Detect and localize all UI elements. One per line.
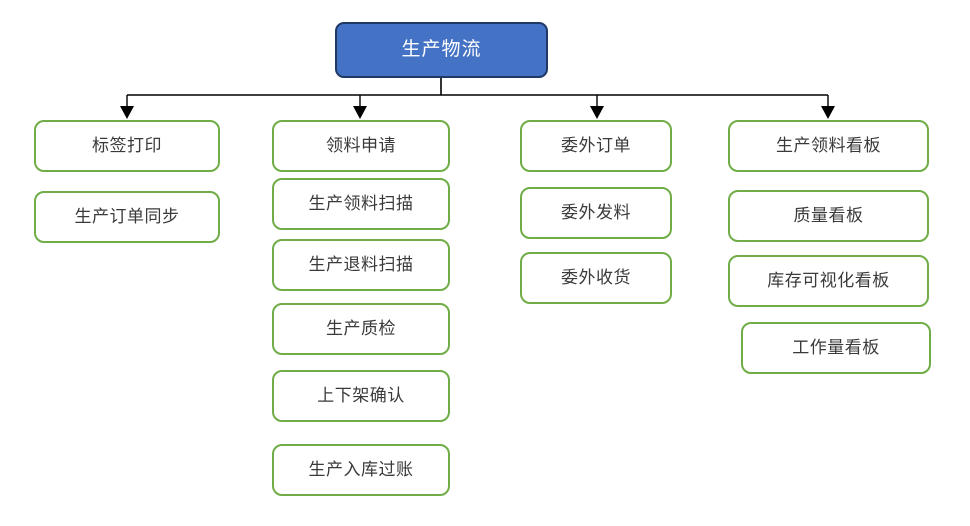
leaf-node-4-4[interactable]: 工作量看板 (741, 322, 931, 374)
leaf-node-2-4[interactable]: 生产质检 (272, 303, 450, 355)
leaf-node-4-3[interactable]: 库存可视化看板 (728, 255, 929, 307)
leaf-node-2-5[interactable]: 上下架确认 (272, 370, 450, 422)
leaf-node-4-2[interactable]: 质量看板 (728, 190, 929, 242)
leaf-node-3-1[interactable]: 委外订单 (520, 120, 672, 172)
leaf-node-3-3[interactable]: 委外收货 (520, 252, 672, 304)
leaf-node-2-1[interactable]: 领料申请 (272, 120, 450, 172)
leaf-node-1-1[interactable]: 标签打印 (34, 120, 220, 172)
leaf-node-2-2[interactable]: 生产领料扫描 (272, 178, 450, 230)
leaf-node-1-2[interactable]: 生产订单同步 (34, 191, 220, 243)
root-node-production-logistics[interactable]: 生产物流 (335, 22, 548, 78)
leaf-node-4-1[interactable]: 生产领料看板 (728, 120, 929, 172)
leaf-node-2-6[interactable]: 生产入库过账 (272, 444, 450, 496)
leaf-node-3-2[interactable]: 委外发料 (520, 187, 672, 239)
leaf-node-2-3[interactable]: 生产退料扫描 (272, 239, 450, 291)
